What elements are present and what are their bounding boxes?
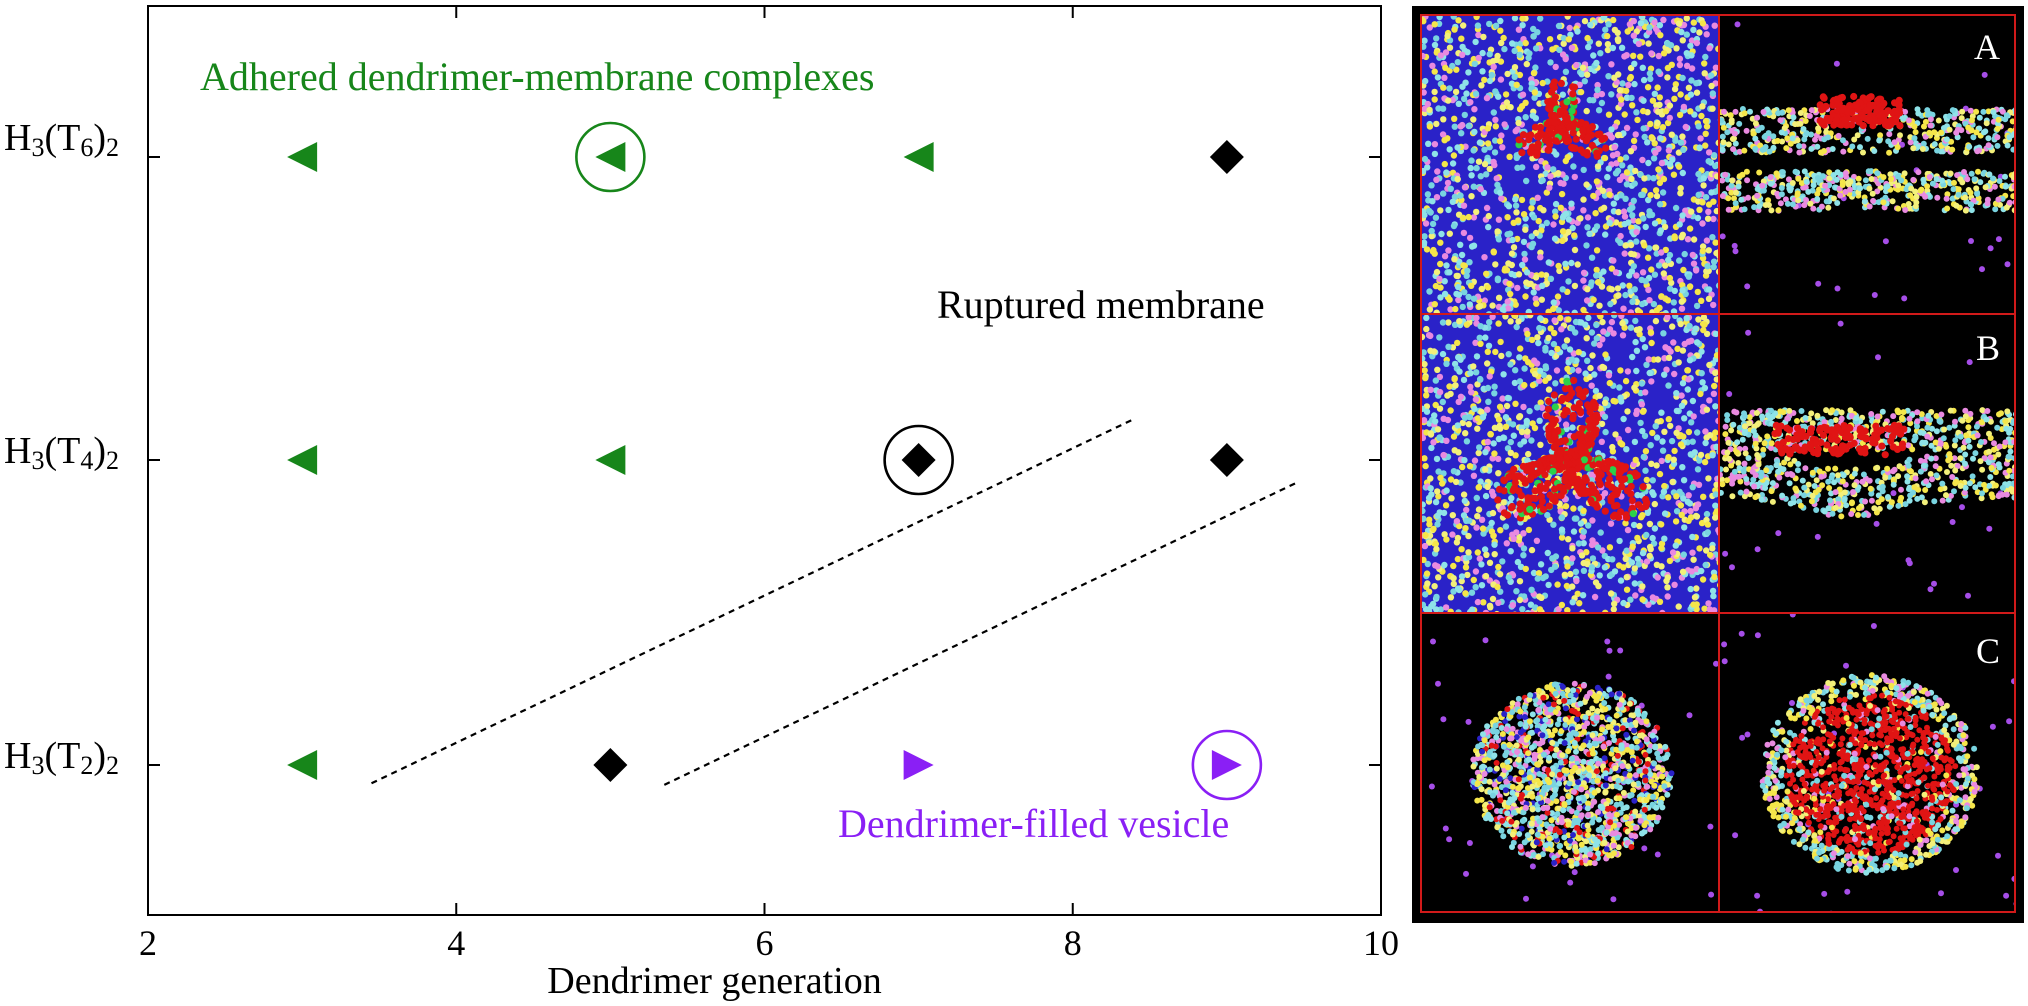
y-tick-h3t6: H3(T6)2: [4, 117, 119, 162]
x-tick-label: 6: [756, 923, 774, 963]
snapshot-b-top-view: [1420, 313, 1720, 614]
data-point: [287, 142, 318, 172]
phase-boundary-line: [371, 417, 1135, 785]
phase-boundary-line: [663, 481, 1297, 786]
snapshot-c-vesicle-cut: C: [1718, 612, 2016, 913]
snapshot-a-side-view: A: [1718, 14, 2016, 315]
data-point: [595, 445, 626, 475]
y-tick-h3t2: H3(T2)2: [4, 735, 119, 780]
region-label: Adhered dendrimer-membrane complexes: [200, 54, 874, 99]
x-tick-label: 4: [447, 923, 465, 963]
snapshot-c-vesicle-cut-image: [1720, 614, 2014, 911]
data-point: [1211, 750, 1242, 780]
snapshot-b-side-view: B: [1718, 313, 2016, 614]
snapshot-c-vesicle-surface-image: [1422, 614, 1718, 911]
highlight-circle: [1191, 729, 1263, 801]
snapshot-b-side-view-image: [1720, 315, 2014, 612]
highlight-circle: [575, 121, 646, 193]
data-point: [287, 445, 318, 475]
data-point: [903, 142, 934, 172]
data-point: [287, 750, 318, 780]
region-label: Ruptured membrane: [937, 282, 1265, 327]
x-tick-label: 8: [1064, 923, 1082, 963]
data-point: [595, 142, 626, 172]
highlight-circle: [883, 424, 954, 496]
panel-label-a: A: [1974, 27, 2000, 67]
data-point: [901, 443, 936, 477]
panel-label-c: C: [1975, 631, 2000, 671]
region-label: Dendrimer-filled vesicle: [838, 801, 1229, 846]
snapshot-a-top-view: [1420, 14, 1720, 315]
snapshot-a-top-view-image: [1422, 16, 1718, 313]
x-axis-label: Dendrimer generation: [547, 960, 881, 1002]
x-tick-label: 10: [1363, 923, 1399, 963]
panel-label-b: B: [1975, 328, 2000, 368]
x-tick-label: 2: [139, 923, 157, 963]
data-point: [1209, 443, 1244, 477]
snapshot-b-top-view-image: [1422, 315, 1718, 612]
simulation-snapshot-panels: A B C: [1412, 6, 2024, 923]
snapshot-c-vesicle-surface: [1420, 612, 1720, 913]
snapshot-a-side-view-image: [1720, 16, 2014, 313]
data-point: [593, 748, 628, 782]
data-point: [903, 750, 934, 780]
data-point: [1209, 140, 1244, 174]
y-tick-h3t4: H3(T4)2: [4, 430, 119, 475]
